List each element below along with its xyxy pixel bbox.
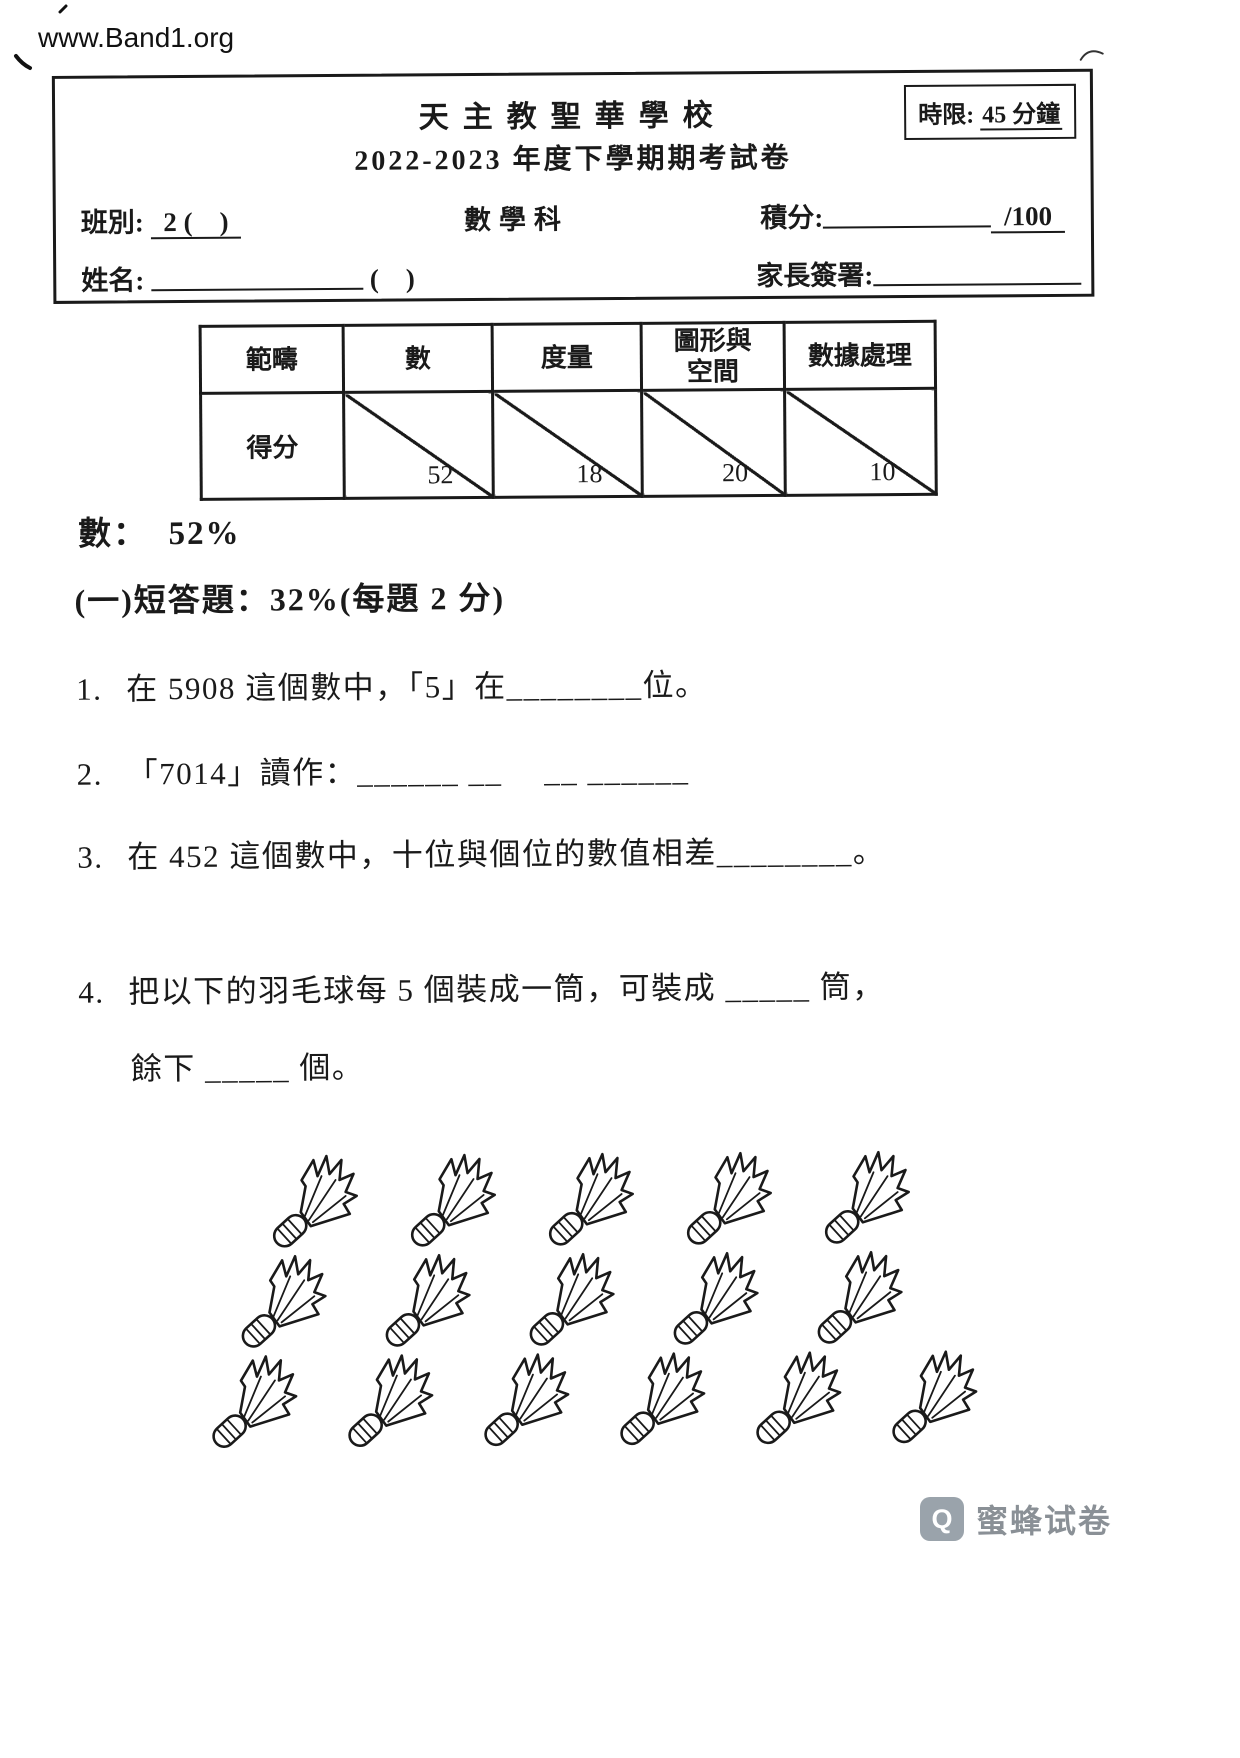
shuttlecock-icon [746, 1348, 849, 1449]
col-measure: 度量 [492, 323, 642, 392]
shuttlecock-row [6, 1346, 1240, 1455]
shuttlecock-icon [676, 1149, 779, 1250]
shuttlecock-icon [538, 1150, 641, 1251]
question-3: 3. 在 452 這個數中，十位與個位的數值相差________。 [77, 826, 885, 877]
name-suffix: ( ) [362, 263, 415, 294]
col-data-handling: 數據處理 [784, 321, 936, 390]
score-table: 範疇 數 度量 圖形與 空間 數據處理 得分 52 18 20 10 [199, 320, 938, 502]
header-row-class: 班別: 2 ( ) 數學科 積分: /100 [81, 194, 1071, 241]
row-label-score: 得分 [200, 392, 345, 500]
shuttlecock-icon [400, 1151, 503, 1252]
shuttlecock-icon [375, 1251, 478, 1352]
class-label: 班別: [80, 207, 151, 238]
name-label: 姓名: [81, 265, 152, 296]
question-text: 在 5908 這個數中，「5」在________位。 [126, 667, 708, 707]
shuttlecock-icon [474, 1350, 577, 1451]
score-label: 積分: [760, 202, 824, 234]
shuttlecock-row [5, 1246, 1240, 1355]
shuttlecock-icon [262, 1152, 365, 1253]
col-shape-space: 圖形與 空間 [641, 322, 785, 391]
score-cell-measure: 18 [492, 390, 643, 498]
shuttlecock-icon [814, 1148, 917, 1249]
name-blank [151, 287, 364, 292]
col-number: 數 [343, 324, 493, 393]
shuttlecock-icon [663, 1249, 766, 1350]
shuttlecock-grid [4, 1146, 1240, 1455]
shuttlecock-icon [807, 1248, 910, 1349]
question-number: 2. [76, 756, 104, 792]
shuttlecock-icon [882, 1347, 985, 1448]
score-blank [823, 225, 992, 229]
question-1: 1. 在 5908 這個數中，「5」在________位。 [76, 659, 708, 708]
question-4: 4. 把以下的羽毛球每 5 個裝成一筒，可裝成 _____ 筒， [78, 961, 885, 1012]
bee-logo-icon: Q [920, 1497, 964, 1541]
footer-logo-text: 蜜蜂试卷 [976, 1503, 1113, 1539]
shuttlecock-icon [519, 1250, 622, 1351]
parent-sign-group: 家長簽署: [756, 252, 1082, 293]
header-row-name: 姓名: ( ) 家長簽署: [81, 252, 1082, 299]
question-number: 3. [77, 839, 104, 875]
header-box: 天主教聖華學校 2022-2023 年度下學期期考試卷 時限: 45 分鐘 班別… [51, 68, 1095, 304]
scan-artifact-icon [1079, 47, 1105, 63]
name-group: 姓名: ( ) [81, 256, 415, 297]
question-text: 餘下 _____ 個。 [130, 1049, 365, 1087]
question-text: 「7014」讀作：______ __ __ ______ [126, 752, 690, 792]
exam-title: 2022-2023 年度下學期期考試卷 [354, 142, 792, 177]
score-cell-data: 10 [784, 388, 937, 496]
question-2: 2. 「7014」讀作：______ __ __ ______ [77, 745, 690, 794]
score-group: 積分: /100 [760, 194, 1065, 235]
time-limit-value: 45 分鐘 [980, 101, 1063, 131]
parent-sign-blank [873, 282, 1082, 287]
class-group: 班別: 2 ( ) [81, 200, 242, 240]
time-limit-box: 時限: 45 分鐘 [903, 83, 1077, 141]
score-total: /100 [991, 200, 1065, 234]
section-subheading: (一)短答題：32%(每題 2 分) [74, 579, 506, 619]
question-4-line-2: 餘下 _____ 個。 [131, 1042, 365, 1089]
score-cell-shape: 20 [641, 389, 786, 497]
max-score-number: 52 [427, 460, 454, 490]
shuttlecock-icon [231, 1252, 334, 1353]
shuttlecock-icon [202, 1352, 305, 1453]
question-text: 把以下的羽毛球每 5 個裝成一筒，可裝成 _____ 筒， [128, 969, 885, 1010]
time-limit-label: 時限: [918, 102, 981, 129]
footer-logo: Q 蜜蜂试卷 [920, 1496, 1112, 1542]
question-number: 1. [76, 671, 103, 707]
shuttlecock-icon [338, 1351, 441, 1452]
question-number: 4. [78, 974, 105, 1010]
max-score-measure: 18 [576, 459, 603, 489]
question-text: 在 452 這個數中，十位與個位的數值相差________。 [127, 834, 886, 875]
score-table-score-row: 得分 52 18 20 10 [200, 388, 937, 500]
col-category: 範疇 [200, 325, 344, 394]
max-score-data: 10 [869, 457, 896, 487]
score-cell-number: 52 [343, 391, 494, 499]
parent-sign-label: 家長簽署: [756, 260, 874, 292]
subject-title: 數學科 [463, 204, 570, 236]
shuttlecock-row [4, 1146, 1240, 1255]
pen-mark-icon [8, 4, 68, 84]
shuttlecock-icon [610, 1349, 713, 1450]
max-score-shape: 20 [721, 458, 749, 488]
score-table-header-row: 範疇 數 度量 圖形與 空間 數據處理 [200, 321, 936, 394]
watermark-text: www.Band1.org [38, 22, 235, 53]
section-heading: 數： 52% [77, 515, 241, 553]
class-value: 2 ( ) [150, 206, 242, 240]
